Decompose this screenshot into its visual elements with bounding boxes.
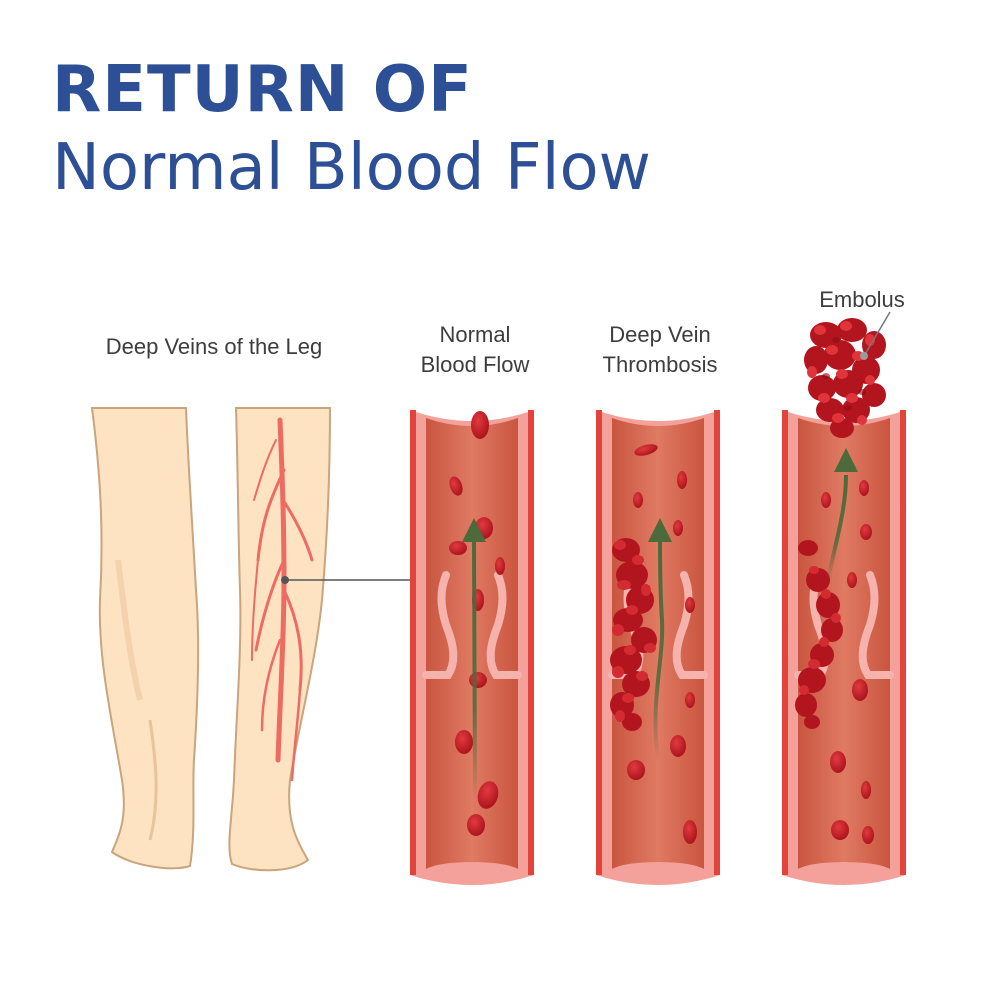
flow-arrow <box>462 518 486 801</box>
remaining-clot-cells <box>799 566 841 695</box>
blood-cells <box>449 411 505 836</box>
label-dvt-line-1: Deep Vein <box>609 322 711 347</box>
leg-pointer <box>281 576 416 584</box>
thrombus-cells <box>612 540 656 722</box>
blood-cells <box>821 480 874 844</box>
embolus-pointer <box>860 311 891 360</box>
label-normal-line-2: Blood Flow <box>420 352 530 377</box>
vessel-normal-blood-flow <box>410 410 534 885</box>
label-embolus: Embolus <box>819 287 905 312</box>
vessel-embolus <box>782 311 906 885</box>
label-deep-vein-thrombosis: Deep Vein Thrombosis <box>578 320 742 380</box>
blood-cells <box>627 444 697 844</box>
label-deep-veins-of-the-leg: Deep Veins of the Leg <box>105 334 323 359</box>
label-normal-blood-flow: Normal Blood Flow <box>400 320 550 380</box>
remaining-clot <box>795 540 843 729</box>
vessel-deep-vein-thrombosis <box>596 410 720 885</box>
valve <box>422 571 522 679</box>
title-line-1: RETURN OF <box>52 53 473 127</box>
label-normal-line-1: Normal <box>439 322 511 347</box>
flow-arrow <box>826 448 858 581</box>
right-leg <box>228 407 332 872</box>
title-line-2: Normal Blood Flow <box>52 131 651 205</box>
left-leg <box>90 407 200 870</box>
label-dvt-line-2: Thrombosis <box>602 352 718 377</box>
flow-arrow <box>648 518 672 761</box>
